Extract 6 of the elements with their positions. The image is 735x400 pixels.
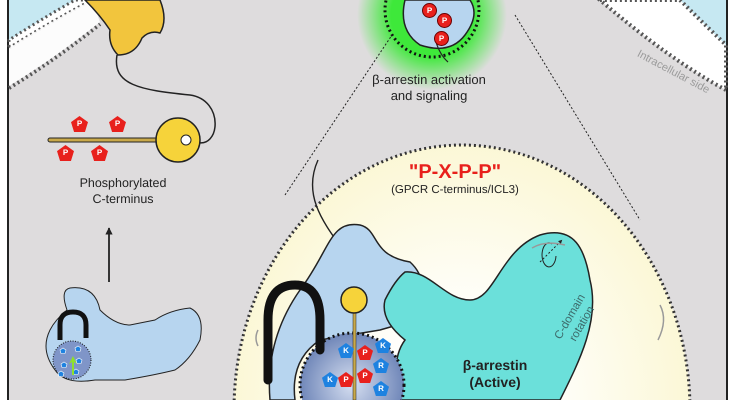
motif-title: "P-X-P-P" (408, 160, 502, 184)
caption-text: Phosphorylated C-terminus (72, 176, 174, 214)
protein-label: β-arrestin (Active) (462, 357, 528, 391)
motif-subtitle: (GPCR C-terminus/ICL3) (390, 184, 520, 198)
arrow (105, 227, 113, 282)
caption-text: β-arrestin activation and signaling (371, 72, 487, 104)
